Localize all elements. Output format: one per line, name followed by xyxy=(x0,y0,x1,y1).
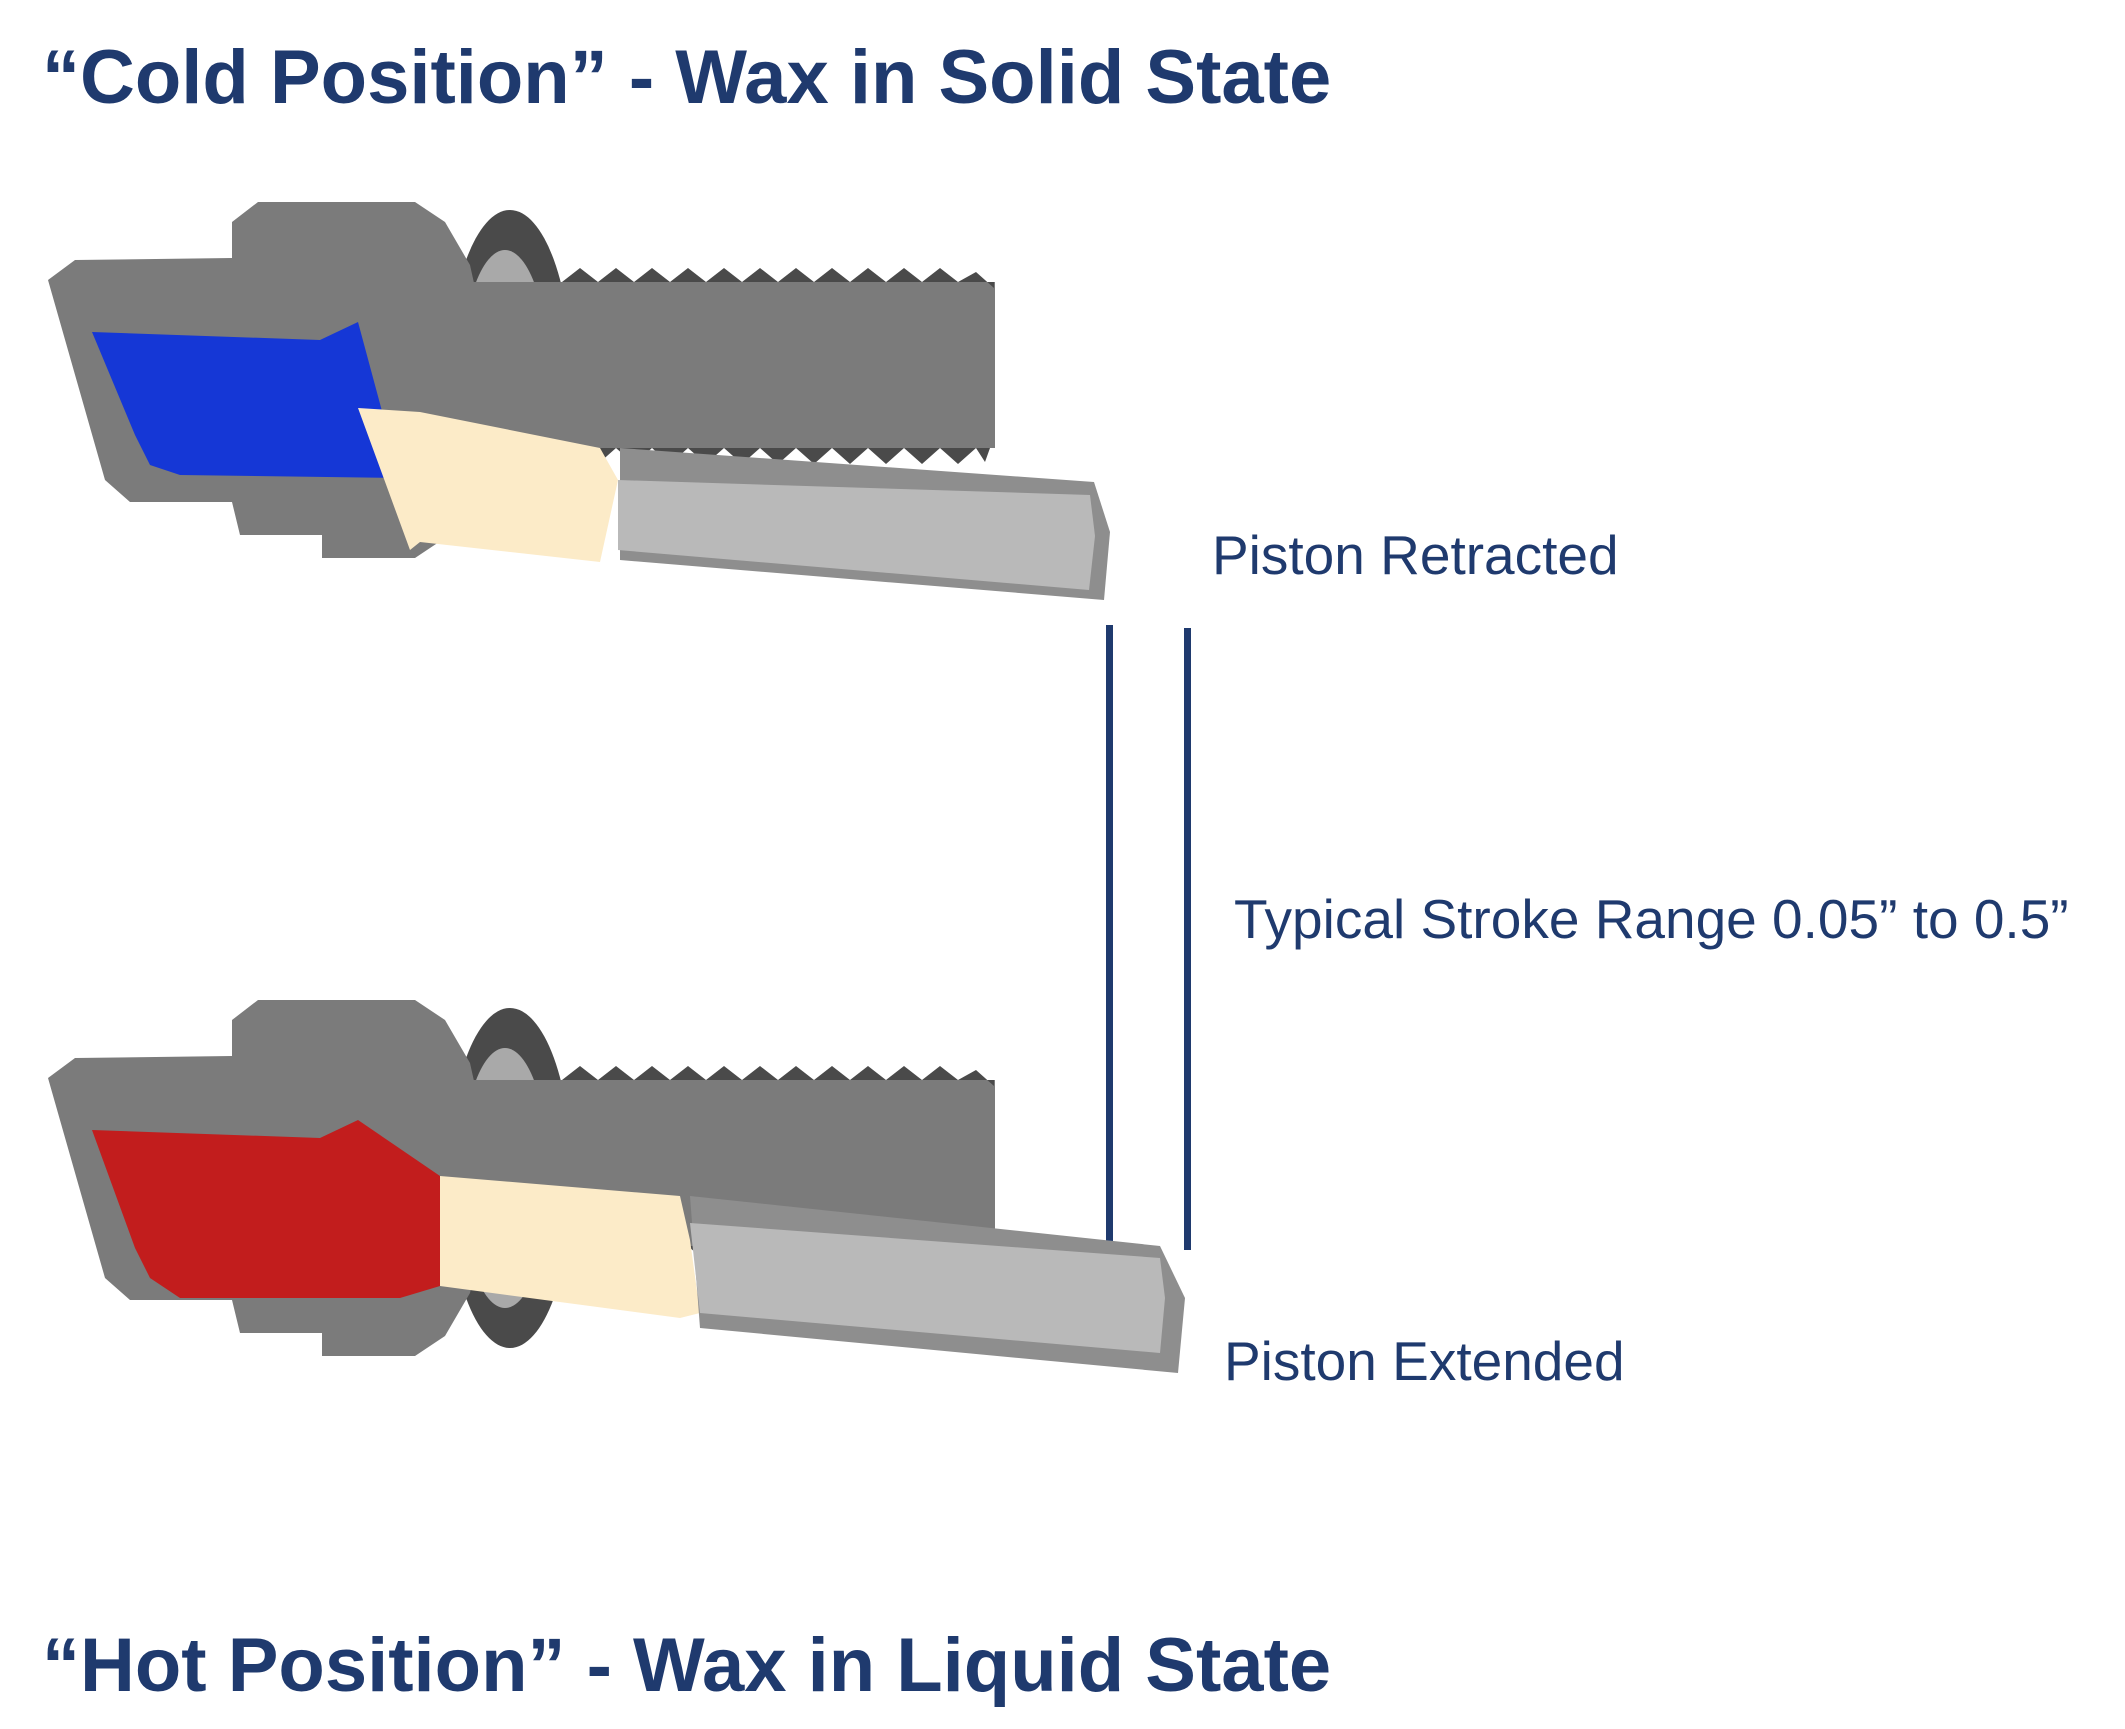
hot-wax-liquid-icon xyxy=(92,1120,440,1298)
hot-actuator-cutaway xyxy=(48,1000,1185,1373)
hot-piston-icon xyxy=(690,1196,1185,1373)
piston-extended-label: Piston Extended xyxy=(1224,1330,1625,1392)
cold-wax-solid-icon xyxy=(92,322,400,478)
hot-seal-icon xyxy=(440,1176,700,1318)
stroke-range-line-left xyxy=(1106,625,1113,1250)
hot-position-title: “Hot Position” - Wax in Liquid State xyxy=(42,1623,1332,1708)
cold-seal-icon xyxy=(358,408,618,562)
stroke-range-label: Typical Stroke Range 0.05” to 0.5” xyxy=(1234,888,2069,950)
cold-piston-icon xyxy=(618,448,1110,600)
stroke-range-line-right xyxy=(1184,628,1191,1250)
piston-retracted-label: Piston Retracted xyxy=(1212,524,1619,586)
cold-actuator-cutaway xyxy=(48,202,1110,600)
cold-position-title: “Cold Position” - Wax in Solid State xyxy=(42,35,1332,120)
